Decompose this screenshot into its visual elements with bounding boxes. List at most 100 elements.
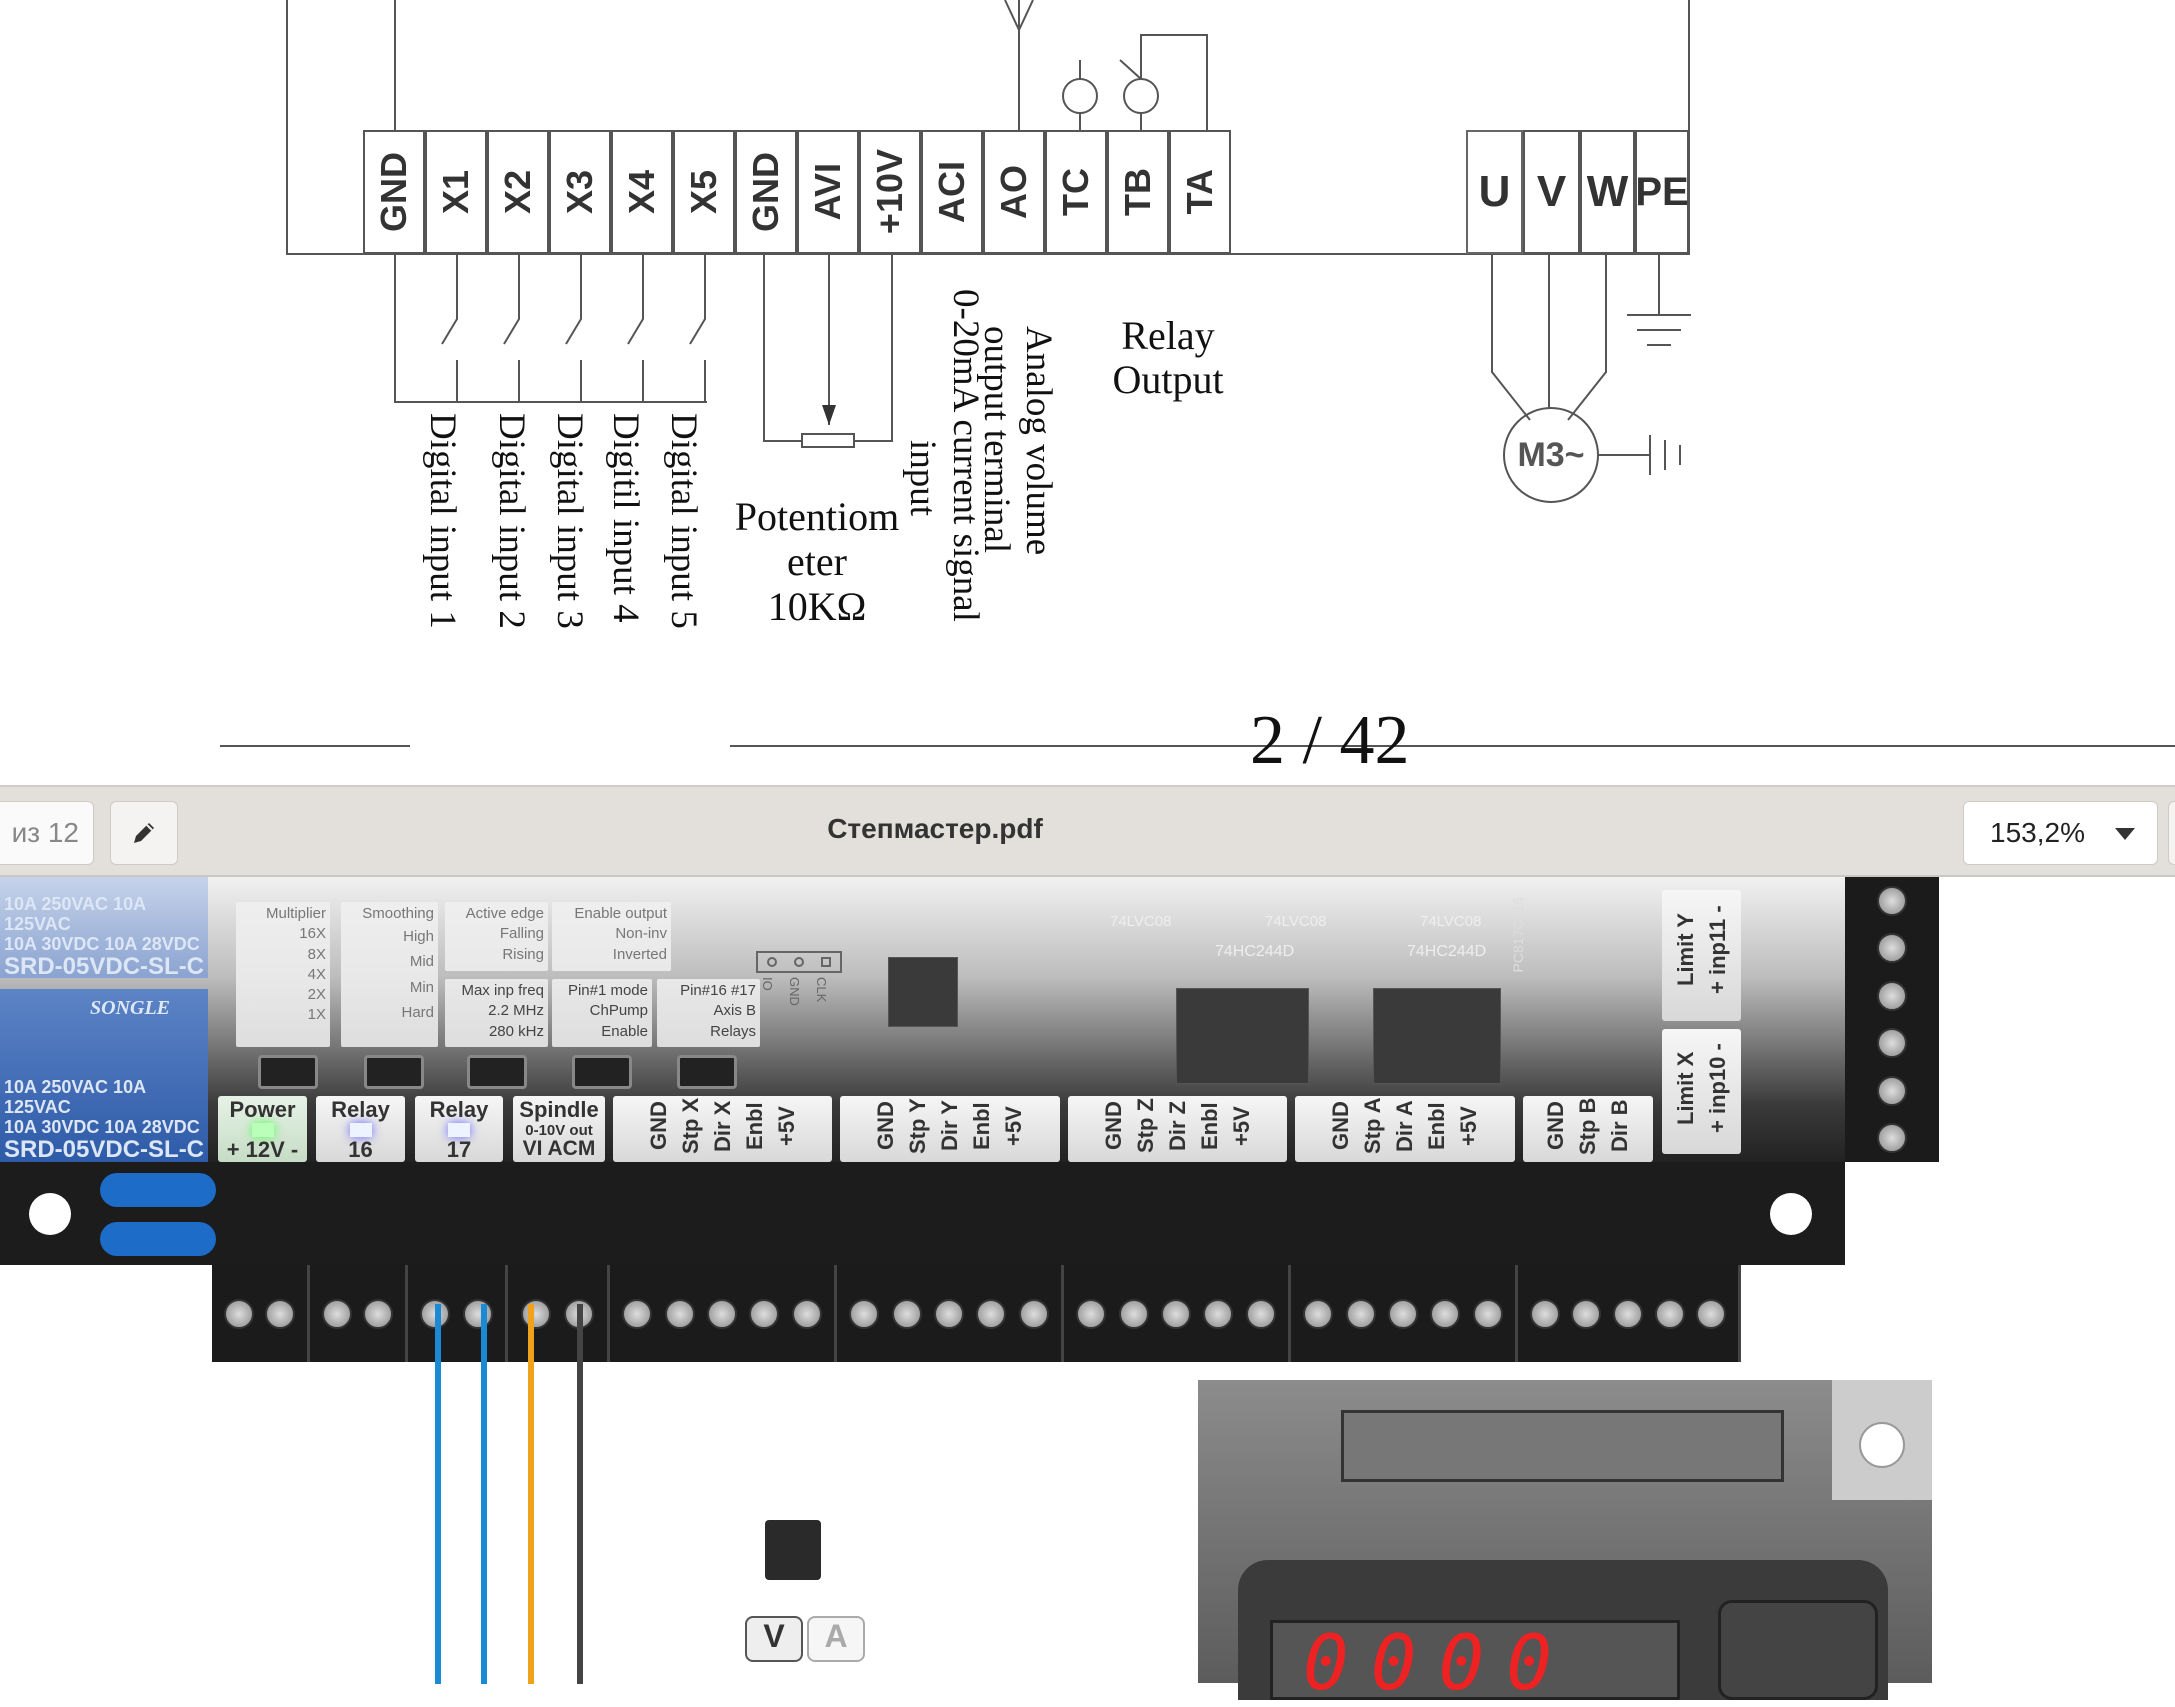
- aci-label-line2: input: [902, 440, 943, 517]
- config-button-1: [258, 1055, 318, 1089]
- config-title: Multiplier: [265, 905, 326, 922]
- relay-spec: 10A 30VDC 10A 28VDC: [4, 1116, 200, 1137]
- terminal-x3: X3: [549, 130, 611, 254]
- ao-label-line2: output terminal: [976, 326, 1017, 554]
- next-toolbar-button[interactable]: [2168, 801, 2175, 865]
- pin-label: Enbl: [969, 1102, 994, 1150]
- terminal-label: X3: [559, 169, 600, 215]
- zoom-value: 153,2%: [1990, 817, 2085, 848]
- relay-spec: 10A 30VDC 10A 28VDC: [4, 933, 200, 954]
- screw: [1654, 1298, 1685, 1329]
- screw: [1877, 933, 1907, 964]
- terminal-tb: TB: [1107, 130, 1169, 254]
- config-option: High: [403, 927, 434, 945]
- digital-input-3-label: Digital input 3: [549, 413, 590, 629]
- label-title: Spindle: [519, 1097, 599, 1122]
- relay17-terminal: [408, 1265, 508, 1362]
- relay-bottom: SONGLE 10A 250VAC 10A 125VAC 10A 30VDC 1…: [0, 989, 208, 1163]
- edit-button[interactable]: [110, 801, 178, 865]
- chip-label: 74LVC08: [1265, 913, 1327, 930]
- mounting-hole: [1859, 1422, 1905, 1468]
- page-count-text: из 12: [11, 817, 79, 848]
- screw: [1877, 885, 1907, 916]
- pin-label: Stp X: [677, 1097, 703, 1155]
- config-option: 1X: [307, 1006, 326, 1024]
- potentiometer-line: 10KΩ: [767, 584, 867, 629]
- pencil-icon: [134, 823, 154, 843]
- pin-label: GND: [1100, 1101, 1126, 1151]
- terminal-label: AO: [993, 165, 1034, 219]
- config-title: Active edge: [465, 905, 544, 922]
- label-sub: 17: [446, 1137, 472, 1162]
- relay-output-label: Relay Output: [1088, 314, 1248, 402]
- potentiometer-line: Potentiom: [734, 494, 900, 539]
- pin-label: GND: [1328, 1101, 1353, 1151]
- config-option: Falling: [499, 925, 544, 943]
- pin: [821, 957, 832, 967]
- screw: [1571, 1298, 1602, 1329]
- terminal-label: GND: [745, 152, 786, 232]
- buffer-chip: [1373, 988, 1501, 1084]
- terminal-pe: PE: [1635, 130, 1689, 254]
- config-button-2: [364, 1055, 424, 1089]
- limit-y-label: Limit Y+ inp11 -: [1662, 890, 1741, 1021]
- vfd-panel: 0000: [1198, 1380, 1932, 1703]
- relay-model: SRD-05VDC-SL-C: [4, 953, 205, 981]
- capacitor: [100, 1222, 216, 1256]
- pin-label: CLK: [814, 977, 829, 1003]
- terminal-label: X5: [683, 169, 724, 215]
- screw: [933, 1298, 964, 1329]
- pin-label: Stp Z: [1132, 1098, 1158, 1154]
- config-option: Inverted: [612, 945, 667, 963]
- config-option: Enable: [601, 1022, 648, 1040]
- screw: [1529, 1298, 1560, 1329]
- screw: [706, 1298, 737, 1329]
- pin-label: +5V: [1228, 1106, 1254, 1146]
- terminal-label: PE: [1635, 169, 1689, 214]
- terminal-aci: ACI: [921, 130, 983, 254]
- page-number-field[interactable]: из 12: [0, 801, 94, 865]
- terminal-gnd2: GND: [735, 130, 797, 254]
- terminal-x5: X5: [673, 130, 735, 254]
- motor-label: M3~: [1517, 436, 1585, 474]
- relay-spec: 10A 250VAC 10A 125VAC: [4, 1077, 146, 1117]
- pin-label: +5V: [1456, 1106, 1481, 1146]
- terminal-label: TA: [1179, 169, 1220, 215]
- terminal-label: X2: [497, 169, 538, 215]
- terminal-label: GND: [373, 152, 414, 232]
- config-option: Non-inv: [615, 925, 667, 943]
- config-option: ChPump: [589, 1002, 648, 1020]
- vfd-slot: [1341, 1410, 1784, 1482]
- zoom-select[interactable]: 153,2%: [1963, 801, 2158, 865]
- screw: [1612, 1298, 1643, 1329]
- screw: [462, 1298, 493, 1329]
- screw: [321, 1298, 352, 1329]
- relay-top: 10A 250VAC 10A 125VAC 10A 30VDC 10A 28VD…: [0, 877, 208, 981]
- relay17-label: Relay 17: [415, 1096, 503, 1162]
- label-sub: 16: [348, 1137, 373, 1162]
- relay-brand: SONGLE: [90, 997, 171, 1019]
- document-title: Степмастер.pdf: [827, 813, 1043, 844]
- wire-relay16-b: [481, 1304, 487, 1684]
- label-title: Limit Y: [1672, 913, 1698, 987]
- label-title: Relay: [331, 1097, 390, 1122]
- terminal-label: V: [1536, 167, 1567, 216]
- relay-output-line: Output: [1112, 357, 1224, 402]
- screw: [223, 1298, 254, 1329]
- terminal-label: U: [1478, 167, 1511, 216]
- screw: [1387, 1298, 1418, 1329]
- config-option: 16X: [299, 925, 326, 943]
- terminal-x2: X2: [487, 130, 549, 254]
- config-button-5: [677, 1055, 737, 1089]
- digital-input-4-label: Digitil input 4: [605, 413, 646, 623]
- relay-output-line: Relay: [1121, 313, 1215, 358]
- config-button-3: [467, 1055, 527, 1089]
- vfd-bracket: [1832, 1380, 1932, 1500]
